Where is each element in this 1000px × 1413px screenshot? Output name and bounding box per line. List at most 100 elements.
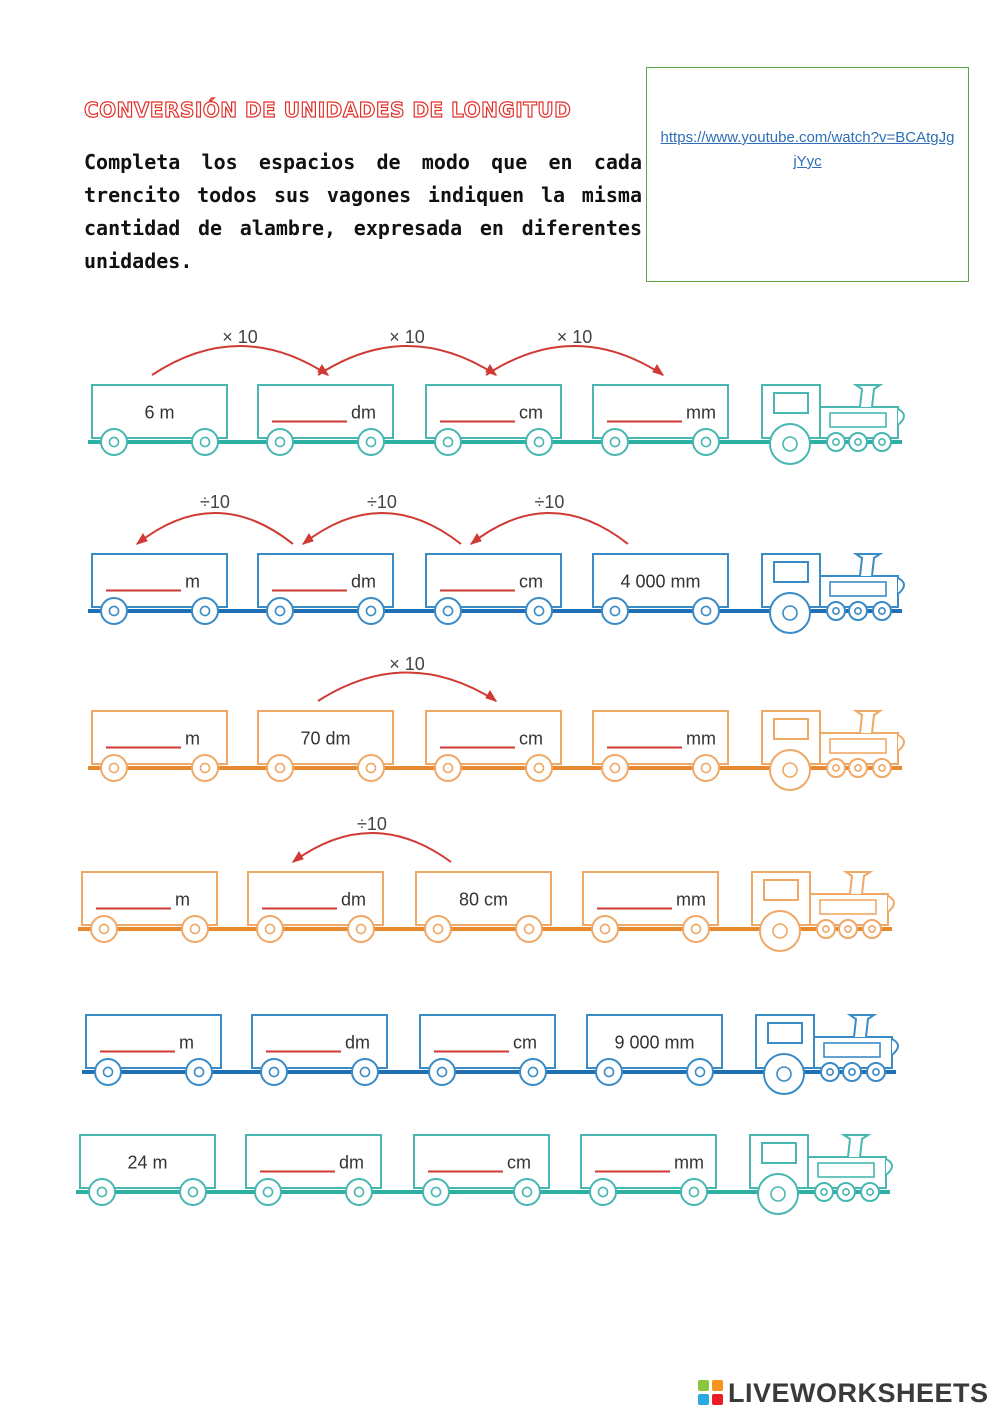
wheel-hub xyxy=(365,762,377,774)
video-link-box: https://www.youtube.com/watch?v=BCAtgJgj… xyxy=(646,67,969,282)
wheel-hub xyxy=(854,607,862,615)
loco-window xyxy=(773,561,809,583)
conversion-arrow: × 10 xyxy=(151,327,330,376)
wheel-hub xyxy=(854,764,862,772)
wheel-hub xyxy=(700,605,712,617)
wheel-hub xyxy=(776,1066,792,1082)
liveworksheets-logo-icon xyxy=(698,1380,724,1406)
wheel-hub xyxy=(848,1068,856,1076)
wagon: m xyxy=(91,553,228,625)
arrow-head xyxy=(291,851,304,863)
wagon: m xyxy=(81,871,218,943)
given-value: 80 cm xyxy=(459,890,508,910)
unit-label: dm xyxy=(351,572,376,592)
loco-panel xyxy=(819,899,877,915)
wheel-hub xyxy=(108,762,120,774)
wheel-hub xyxy=(878,607,886,615)
wheel-hub xyxy=(872,1068,880,1076)
loco-panel xyxy=(829,581,887,597)
wheel-hub xyxy=(274,605,286,617)
wheel-hub xyxy=(523,923,535,935)
arrow-label: ÷10 xyxy=(200,492,230,512)
wheel-hub xyxy=(264,923,276,935)
arrow-curve xyxy=(136,512,294,545)
arrow-label: × 10 xyxy=(389,327,425,347)
arrow-curve xyxy=(485,345,664,376)
wheel-hub xyxy=(832,607,840,615)
wheel-hub xyxy=(826,1068,834,1076)
wheel-hub xyxy=(609,605,621,617)
given-value: 24 m xyxy=(127,1153,167,1173)
loco-chimney xyxy=(840,1134,872,1158)
locomotive-icon xyxy=(761,553,905,634)
wheel-hub xyxy=(365,605,377,617)
wheel-hub xyxy=(98,923,110,935)
wagon: m xyxy=(85,1014,222,1086)
wheel-hub xyxy=(782,762,798,778)
given-value: 6 m xyxy=(144,403,174,423)
wheel-hub xyxy=(355,923,367,935)
instructions-text: Completa los espacios de modo que en cad… xyxy=(84,150,642,273)
wagon: 9 000 mm xyxy=(586,1014,723,1086)
loco-panel xyxy=(829,738,887,754)
wheel-hub xyxy=(359,1066,371,1078)
wheel-hub xyxy=(533,436,545,448)
unit-label: mm xyxy=(686,729,716,749)
wagon: dm xyxy=(257,384,394,456)
video-link[interactable]: https://www.youtube.com/watch?v=BCAtgJgj… xyxy=(660,129,955,170)
locomotive-icon xyxy=(749,1134,893,1215)
wheel-hub xyxy=(274,762,286,774)
wheel-hub xyxy=(782,436,798,452)
wheel-hub xyxy=(262,1186,274,1198)
wheel-hub xyxy=(430,1186,442,1198)
arrow-curve xyxy=(292,832,452,863)
locomotive-icon xyxy=(751,871,895,952)
loco-panel xyxy=(823,1042,881,1058)
loco-chimney xyxy=(842,871,874,895)
loco-window xyxy=(773,718,809,740)
wheel-hub xyxy=(609,762,621,774)
wheel-hub xyxy=(108,605,120,617)
arrow-label: ÷10 xyxy=(357,814,387,834)
wheel-hub xyxy=(599,923,611,935)
wheel-hub xyxy=(268,1066,280,1078)
wagon: mm xyxy=(580,1134,717,1206)
wagon: cm xyxy=(413,1134,550,1206)
unit-label: cm xyxy=(513,1033,537,1053)
wagon: dm xyxy=(251,1014,388,1086)
wagon: cm xyxy=(425,553,562,625)
wagon: 4 000 mm xyxy=(592,553,729,625)
loco-chimney xyxy=(846,1014,878,1038)
unit-label: dm xyxy=(341,890,366,910)
wheel-hub xyxy=(597,1186,609,1198)
wheel-hub xyxy=(274,436,286,448)
loco-window xyxy=(761,1142,797,1164)
wagon: 6 m xyxy=(91,384,228,456)
wheel-hub xyxy=(365,436,377,448)
unit-label: m xyxy=(175,890,190,910)
arrow-head xyxy=(652,364,665,376)
wheel-hub xyxy=(866,1188,874,1196)
wheel-hub xyxy=(820,1188,828,1196)
wheel-hub xyxy=(193,1066,205,1078)
arrow-curve xyxy=(317,345,497,376)
loco-front xyxy=(891,1038,899,1056)
wheel-hub xyxy=(770,1186,786,1202)
wheel-hub xyxy=(609,436,621,448)
conversion-arrow: ÷10 xyxy=(291,814,452,863)
arrow-label: × 10 xyxy=(557,327,593,347)
wheel-hub xyxy=(694,1066,706,1078)
wheel-hub xyxy=(199,605,211,617)
unit-label: m xyxy=(185,572,200,592)
wagon: 70 dm xyxy=(257,710,394,782)
given-value: 4 000 mm xyxy=(620,572,700,592)
loco-window xyxy=(773,392,809,414)
conversion-arrow: ÷10 xyxy=(469,492,629,545)
arrow-label: × 10 xyxy=(389,654,425,674)
wheel-hub xyxy=(878,764,886,772)
